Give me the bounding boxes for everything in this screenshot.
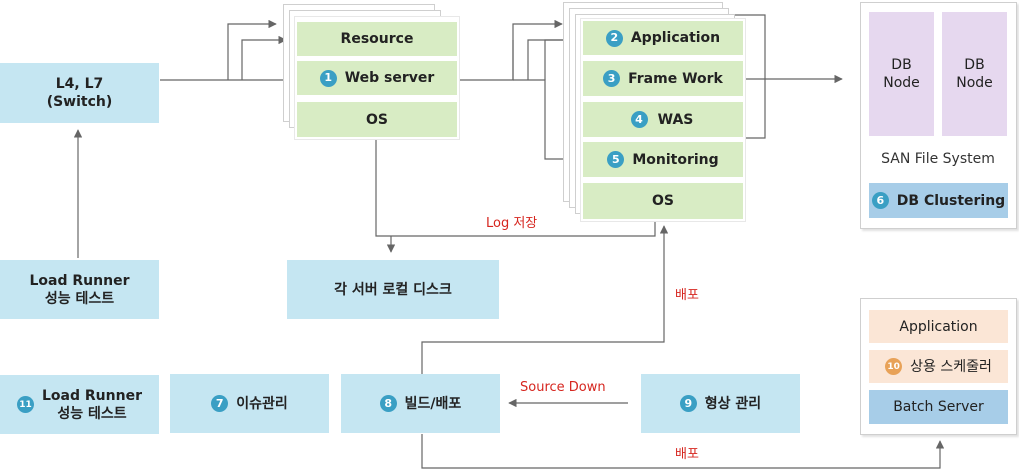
web-os-box: OS [297, 102, 457, 137]
db-clustering-label: DB Clustering [896, 192, 1006, 209]
db-node-2: DB Node [942, 12, 1007, 136]
resource-box: Resource [297, 22, 457, 56]
web-os-label: OS [366, 111, 388, 128]
config-label: 형상 관리 [704, 395, 762, 412]
deploy-label-bottom: 배포 [675, 447, 699, 462]
load-runner-box: Load Runner 성능 테스트 [0, 260, 159, 319]
step-1-badge: 1 [319, 69, 337, 87]
scheduler-box: 10 상용 스케줄러 [869, 350, 1008, 383]
build-to-batch-line [421, 434, 945, 469]
switch-box: L4, L7 (Switch) [0, 63, 159, 123]
san-file-system-label: SAN File System [881, 151, 995, 167]
build-label: 빌드/배포 [404, 395, 462, 412]
step-5-badge: 5 [607, 151, 625, 168]
step-9-badge: 9 [679, 395, 697, 412]
application-label: Application [630, 30, 721, 46]
batch-server-box: Batch Server [869, 390, 1008, 424]
deploy-label-top: 배포 [675, 288, 699, 303]
was-label: WAS [657, 111, 694, 128]
monitoring-label: Monitoring [632, 151, 719, 168]
db-node-1: DB Node [869, 12, 934, 136]
framework-label: Frame Work [628, 70, 723, 87]
web-to-app-line [458, 19, 563, 81]
batch-application-box: Application [869, 310, 1008, 343]
framework-box: 3 Frame Work [583, 61, 743, 96]
step-3-badge: 3 [603, 70, 621, 87]
log-save-label: Log 저장 [486, 216, 538, 231]
web-server-box: 1 Web server [297, 61, 457, 95]
app-right-bracket [733, 14, 766, 139]
step-10-badge: 10 [885, 358, 903, 375]
was-box: 4 WAS [583, 102, 743, 137]
issue-label: 이슈관리 [236, 395, 288, 412]
web-server-label: Web server [344, 70, 435, 86]
db-clustering-box: 6 DB Clustering [869, 183, 1008, 218]
source-down-label: Source Down [520, 380, 606, 395]
load-runner-11-box: 11 Load Runner 성능 테스트 [0, 375, 159, 434]
local-disk-box: 각 서버 로컬 디스크 [287, 260, 499, 319]
step-8-badge: 8 [379, 395, 397, 412]
web-os-down-line [375, 140, 656, 237]
load-runner-11-label: Load Runner 성능 테스트 [42, 387, 142, 422]
application-box: 2 Application [583, 21, 743, 55]
resource-label: Resource [340, 31, 414, 47]
build-box: 8 빌드/배포 [341, 374, 500, 433]
config-box: 9 형상 관리 [641, 374, 800, 433]
step-4-badge: 4 [630, 111, 648, 128]
app-os-box: OS [583, 183, 743, 219]
build-to-deploy-up [421, 225, 669, 374]
monitoring-box: 5 Monitoring [583, 142, 743, 177]
issue-box: 7 이슈관리 [170, 374, 329, 433]
app-os-label: OS [652, 193, 674, 209]
step-11-badge: 11 [17, 396, 35, 413]
scheduler-label: 상용 스케줄러 [910, 358, 992, 375]
step-6-badge: 6 [871, 192, 889, 209]
step-2-badge: 2 [605, 29, 623, 47]
branch-to-stack-back [227, 19, 277, 80]
step-7-badge: 7 [211, 395, 229, 412]
branch-to-stack-mid [241, 35, 287, 80]
